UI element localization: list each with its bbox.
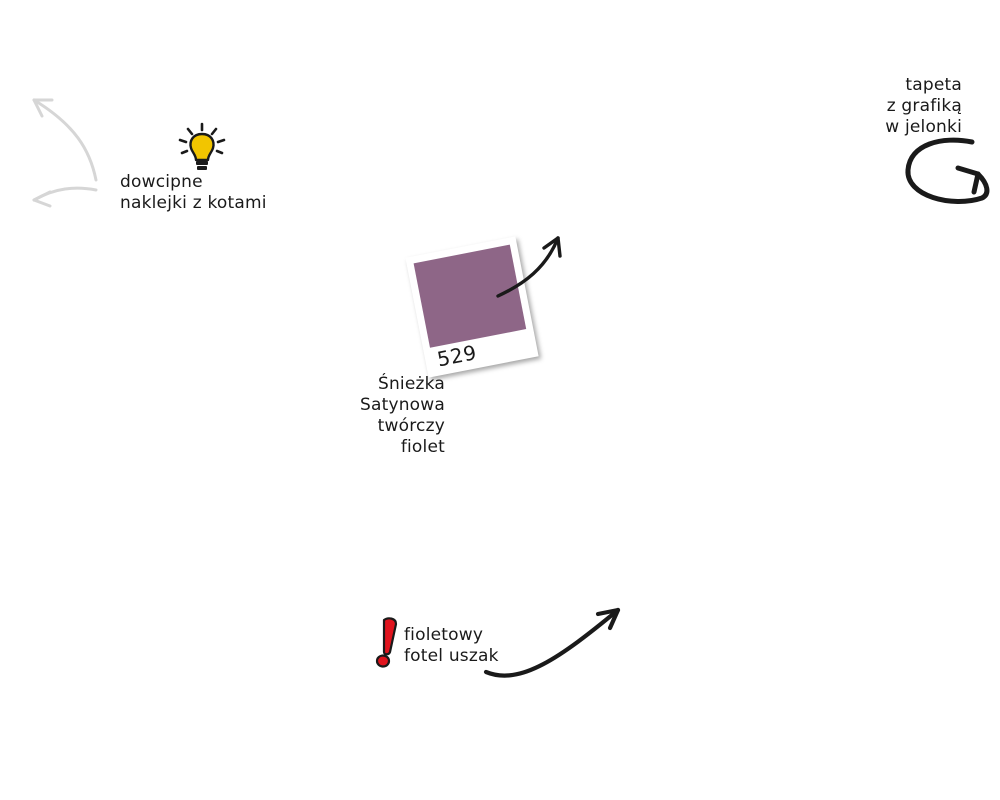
lightbulb-icon <box>178 122 226 170</box>
note-paint-name: Śnieżka Satynowa twórczy fiolet <box>330 374 445 458</box>
note-line: dowcipne <box>120 172 203 192</box>
faded-arrows-decoration <box>32 98 98 208</box>
note-cat-stickers: dowcipne naklejki z kotami <box>120 172 267 214</box>
note-line: tapeta <box>905 75 962 95</box>
note-line: fotel uszak <box>404 646 499 666</box>
note-line: naklejki z kotami <box>120 193 267 213</box>
curved-arrow-icon <box>496 236 562 298</box>
note-line: fioletowy <box>404 625 484 645</box>
note-line: Satynowa <box>359 395 445 415</box>
note-line: Śnieżka <box>377 374 445 394</box>
note-line: twórczy <box>377 416 445 436</box>
note-armchair: fioletowy fotel uszak <box>404 625 499 667</box>
note-line: z grafiką <box>886 96 962 116</box>
curved-arrow-icon <box>483 607 621 678</box>
note-line: w jelonki <box>885 117 962 137</box>
swirl-arrow-icon <box>905 137 990 204</box>
exclamation-icon <box>375 617 398 668</box>
note-wallpaper: tapeta z grafiką w jelonki <box>840 75 962 138</box>
note-line: fiolet <box>400 437 445 457</box>
